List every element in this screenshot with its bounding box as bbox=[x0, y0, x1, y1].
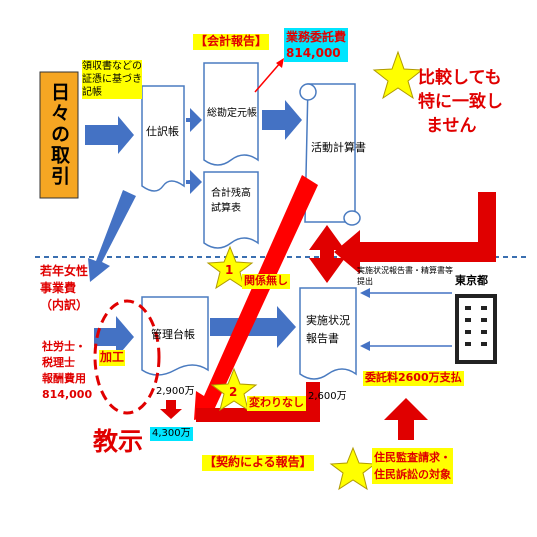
mismatch-line1: 比較しても bbox=[418, 68, 502, 88]
contract-fee-label: 業務委託費 814,000 bbox=[284, 28, 349, 62]
mismatch-text: 比較しても 特に一致し ません bbox=[418, 66, 503, 138]
young-women-label: 若年女性 事業費 （内訳） bbox=[40, 263, 88, 314]
impl-report-doc-shape bbox=[299, 287, 357, 380]
instruction-label: 教示 bbox=[93, 427, 144, 456]
labor-line2: 税理士 bbox=[42, 356, 75, 369]
red-up-arrow bbox=[384, 398, 428, 440]
impl-report-line1: 実施状況 bbox=[306, 314, 350, 327]
receipts-line2: 証憑に基づき bbox=[82, 74, 142, 85]
amount-4300: 4,300万 bbox=[150, 427, 193, 441]
labor-line3: 報酬費用 bbox=[42, 372, 86, 385]
badge1-num: 1 bbox=[225, 263, 234, 277]
red-elbow-arrow bbox=[334, 192, 496, 274]
ledger-mgmt-label: 管理台帳 bbox=[151, 328, 195, 341]
badge1-label: 関係無し bbox=[242, 274, 290, 289]
processing-ellipse bbox=[93, 299, 161, 415]
activity-label: 活動計算書 bbox=[311, 141, 366, 154]
ledger-to-fee-line bbox=[254, 61, 282, 93]
labor-label: 社労士・ 税理士 報酬費用 814,000 bbox=[42, 339, 92, 403]
labor-line4: 814,000 bbox=[42, 388, 93, 401]
mismatch-line3: ません bbox=[426, 116, 477, 136]
journal-label: 仕訳帳 bbox=[146, 125, 179, 138]
receipts-line1: 領収書などの bbox=[82, 61, 142, 72]
submit-label: 実施状況報告書・精算書等 提出 bbox=[357, 265, 453, 287]
impl-report-label: 実施状況 報告書 bbox=[306, 312, 350, 348]
arrow-to-journal bbox=[85, 116, 134, 154]
ledger-label: 総勘定元帳 bbox=[207, 108, 257, 119]
impl-report-line2: 報告書 bbox=[306, 332, 339, 345]
arrow-to-activity bbox=[262, 100, 302, 140]
young-women-line3: （内訳） bbox=[40, 298, 89, 312]
young-women-line1: 若年女性 bbox=[40, 264, 89, 278]
payment-label: 委託料2600万支払 bbox=[363, 371, 464, 386]
contract-report-label: 【契約による報告】 bbox=[202, 455, 314, 471]
badge2-label: 変わりなし bbox=[247, 396, 306, 411]
audit-label: 住民監査請求・ 住民訴訟の対象 bbox=[372, 448, 453, 484]
arrow-to-impl-report bbox=[210, 306, 296, 348]
submit-line2: 提出 bbox=[357, 277, 373, 286]
red-small-down-arrow bbox=[160, 400, 182, 419]
red-double-arrow bbox=[309, 225, 345, 283]
submit-line1: 実施状況報告書・精算書等 bbox=[357, 266, 453, 275]
red-bottom-line bbox=[196, 382, 320, 422]
audit-line1: 住民監査請求・ bbox=[374, 451, 451, 464]
star-bottom bbox=[329, 446, 377, 491]
daily-box bbox=[39, 71, 79, 199]
ledger-doc-shape bbox=[203, 62, 259, 166]
tokyo-label: 東京都 bbox=[455, 274, 488, 287]
trial-doc-shape bbox=[203, 171, 259, 249]
star-2 bbox=[210, 367, 258, 412]
star-top bbox=[372, 50, 424, 100]
arrow-to-ledger bbox=[186, 108, 202, 132]
labor-line1: 社労士・ bbox=[42, 340, 86, 353]
trial-line1: 合計残高 bbox=[211, 188, 251, 199]
mismatch-line2: 特に一致し bbox=[418, 92, 503, 112]
arrow-to-trial bbox=[186, 170, 202, 194]
trial-line2: 試算表 bbox=[211, 203, 241, 214]
amount-2600: 2,600万 bbox=[308, 391, 347, 402]
young-women-line2: 事業費 bbox=[40, 281, 77, 295]
arrow-to-ledger-mgmt bbox=[94, 316, 134, 358]
contract-fee-line2: 814,000 bbox=[286, 46, 341, 60]
star-1 bbox=[206, 245, 254, 290]
building-icon bbox=[455, 294, 497, 364]
activity-scroll-shape bbox=[299, 83, 361, 226]
amount-2900: 2,900万 bbox=[156, 386, 195, 397]
arrow-diagonal-down bbox=[88, 190, 136, 282]
receipts-note: 領収書などの 証憑に基づき 記帳 bbox=[82, 60, 142, 99]
daily-label: 日々の取引 bbox=[48, 82, 70, 187]
red-diag-arrow bbox=[194, 175, 318, 420]
receipts-line3: 記帳 bbox=[82, 87, 102, 98]
badge2-num: 2 bbox=[229, 385, 238, 399]
contract-fee-line1: 業務委託費 bbox=[286, 30, 347, 44]
accounting-report-label: 【会計報告】 bbox=[193, 34, 270, 50]
processing-label: 加工 bbox=[99, 350, 126, 366]
audit-line2: 住民訴訟の対象 bbox=[374, 468, 451, 481]
trial-label: 合計残高 試算表 bbox=[211, 186, 251, 216]
journal-doc-shape bbox=[141, 85, 185, 192]
